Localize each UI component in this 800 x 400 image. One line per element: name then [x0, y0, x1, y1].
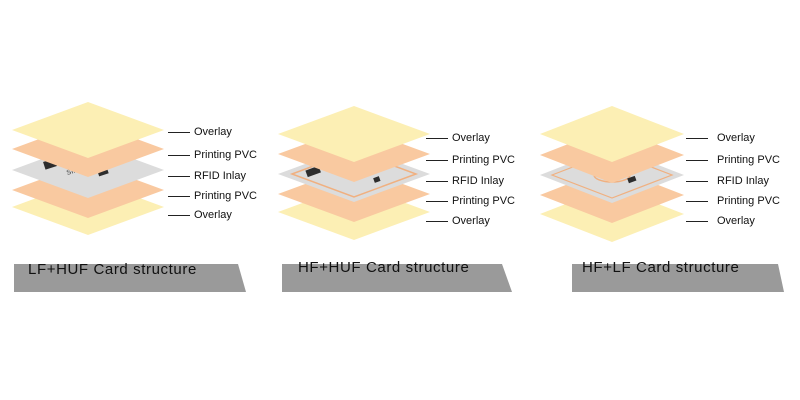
- layer-label: Overlay: [717, 132, 755, 144]
- leader-line: [168, 155, 190, 156]
- layer-label: Printing PVC: [452, 154, 515, 166]
- card-structure-panel-hf-huf: Overlay Printing PVC RFID Inlay Printing…: [266, 0, 532, 400]
- leader-line: [168, 196, 190, 197]
- leader-line: [168, 215, 190, 216]
- layer-label: RFID Inlay: [452, 175, 504, 187]
- panel-title: HF+HUF Card structure: [298, 259, 470, 276]
- layer-label: Printing PVC: [194, 190, 257, 202]
- layer-label: Printing PVC: [452, 195, 515, 207]
- leader-line: [426, 201, 448, 202]
- inlay-chip: [627, 175, 637, 184]
- leader-line: [686, 160, 708, 161]
- leader-line: [168, 176, 190, 177]
- card-structure-panel-hf-lf: Overlay Printing PVC RFID Inlay Printing…: [532, 0, 798, 400]
- layer-overlay-top: [12, 102, 164, 158]
- leader-line: [686, 201, 708, 202]
- inlay-chip: [373, 176, 381, 183]
- title-banner-shadow: [282, 264, 512, 292]
- leader-line: [426, 138, 448, 139]
- leader-line: [686, 138, 708, 139]
- leader-line: [426, 181, 448, 182]
- layer-label: Overlay: [194, 209, 232, 221]
- layer-label: Overlay: [717, 215, 755, 227]
- layer-label: RFID Inlay: [717, 175, 769, 187]
- layer-stack-diagram: [540, 106, 784, 292]
- leader-line: [686, 181, 708, 182]
- card-structure-panel-lf-huf: sirecell Overlay Printing PVC RFID Inlay…: [0, 0, 266, 400]
- layer-stack-diagram: [278, 106, 512, 292]
- panel-title: LF+HUF Card structure: [28, 261, 197, 278]
- layer-label: Printing PVC: [194, 149, 257, 161]
- layer-label: Overlay: [452, 215, 490, 227]
- leader-line: [168, 132, 190, 133]
- panel-title: HF+LF Card structure: [582, 259, 740, 276]
- title-banner-shadow: [572, 264, 784, 292]
- layer-stack-diagram: sirecell: [12, 102, 246, 292]
- leader-line: [426, 160, 448, 161]
- layer-overlay-top: [278, 106, 430, 162]
- leader-line: [686, 221, 708, 222]
- layer-label: Overlay: [452, 132, 490, 144]
- leader-line: [426, 221, 448, 222]
- layer-label: Overlay: [194, 126, 232, 138]
- layer-overlay-top: [540, 106, 684, 162]
- inlay-chip: [305, 165, 321, 178]
- layer-label: Printing PVC: [717, 195, 780, 207]
- title-banner-shadow: [14, 264, 246, 292]
- layer-label: Printing PVC: [717, 154, 780, 166]
- layer-label: RFID Inlay: [194, 170, 246, 182]
